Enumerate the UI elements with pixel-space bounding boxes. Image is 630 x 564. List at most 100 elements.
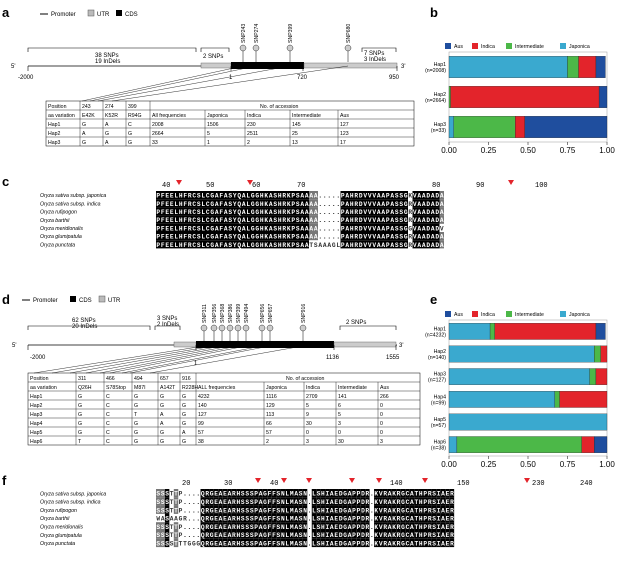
residue: V (372, 201, 376, 208)
residue-cell (236, 522, 241, 531)
residue: S (241, 499, 245, 506)
residue-cell (298, 489, 303, 498)
residue: C (406, 532, 410, 539)
residue: A (228, 491, 232, 498)
residue-cell (200, 489, 205, 498)
residue-cell (431, 522, 437, 531)
residue: S (432, 524, 436, 531)
table-cell: Hap3 (48, 140, 61, 146)
residue: G (401, 541, 405, 548)
residue: A (417, 225, 421, 232)
residue-cell (210, 223, 215, 232)
table-header-cell: 916 (182, 376, 191, 382)
table-header-cell: aa variation (48, 113, 75, 119)
residue-cell (313, 191, 318, 200)
residue-cell (394, 207, 399, 216)
residue: A (309, 193, 313, 200)
residue-cell (378, 489, 383, 498)
residue: V (368, 225, 372, 232)
residue: G (210, 234, 214, 241)
residue: G (343, 524, 347, 531)
residue-cell (267, 489, 272, 498)
residue: V (368, 201, 372, 208)
residue: A (377, 201, 381, 208)
snp-marker (266, 324, 274, 332)
residue: A (215, 225, 219, 232)
residue-cell (354, 191, 359, 200)
residue: P (341, 201, 345, 208)
residue-cell (201, 199, 206, 208)
residue: G (255, 217, 259, 224)
residue: P (386, 225, 390, 232)
table-header-cell: M87I (134, 385, 146, 391)
category-sublabel: (n=99) (431, 400, 446, 406)
residue: S (161, 507, 165, 514)
table-cell: C (106, 403, 110, 409)
residue: . (196, 499, 200, 506)
position-number: 150 (457, 480, 470, 488)
category-label: Hap1 (434, 62, 447, 68)
residue: N (281, 516, 285, 523)
table-cell: 3 (380, 439, 383, 445)
residue-cell (201, 191, 206, 200)
residue-cell (205, 240, 210, 249)
residue: G (263, 507, 267, 514)
mid-variant-note-d2: 2 InDels (157, 322, 179, 328)
residue-cell (156, 505, 161, 514)
table-cell: 1506 (207, 122, 219, 128)
residue-cell (228, 215, 233, 224)
residue: F (272, 516, 276, 523)
residue: P (357, 491, 361, 498)
residue: A (348, 532, 352, 539)
table-cell: A (82, 131, 86, 137)
residue-cell (351, 513, 357, 523)
residue: E (334, 491, 338, 498)
residue-cell (400, 505, 406, 514)
residue-cell (271, 489, 277, 498)
residue: E (165, 217, 169, 224)
residue: S (228, 217, 232, 224)
variant-site-marker (524, 478, 530, 483)
position-number: 70 (297, 182, 305, 190)
residue-cell (237, 240, 242, 249)
residue-cell (165, 215, 170, 224)
residue: A (381, 193, 385, 200)
residue: G (255, 193, 259, 200)
residue-cell (223, 191, 228, 200)
table-header-cell: Position (30, 376, 49, 382)
residue: G (210, 193, 214, 200)
residue-cell (334, 530, 339, 539)
residue: V (363, 193, 367, 200)
residue-cell (340, 207, 345, 216)
residue: A (242, 193, 246, 200)
residue: H (321, 532, 325, 539)
residue-cell (405, 505, 410, 514)
residue: A (390, 234, 394, 241)
five-prime-label-d: 5' (12, 343, 16, 349)
residue-cell (164, 505, 170, 514)
table-header-cell: Q26H (78, 385, 92, 391)
residue-cell (403, 207, 408, 216)
residue: R (366, 499, 370, 506)
residue: D (359, 225, 363, 232)
residue-cell (316, 497, 321, 506)
residue-cell (286, 232, 291, 241)
residue: . (323, 201, 327, 208)
residue: P (357, 532, 361, 539)
residue-cell (267, 522, 272, 531)
residue: S (399, 201, 403, 208)
residue-cell (412, 232, 417, 241)
residue: H (278, 242, 282, 249)
residue-cell (417, 191, 422, 200)
residue-cell (387, 522, 392, 531)
residue-cell (302, 513, 308, 523)
snp-label: SNP916 (301, 304, 307, 323)
table-cell: G (182, 403, 186, 409)
residue: K (287, 225, 291, 232)
residue: N (303, 507, 307, 514)
residue: S (273, 225, 277, 232)
residue: A (417, 217, 421, 224)
table-cell: 2511 (247, 131, 258, 137)
residue: V (372, 209, 376, 216)
residue: S (277, 516, 281, 523)
